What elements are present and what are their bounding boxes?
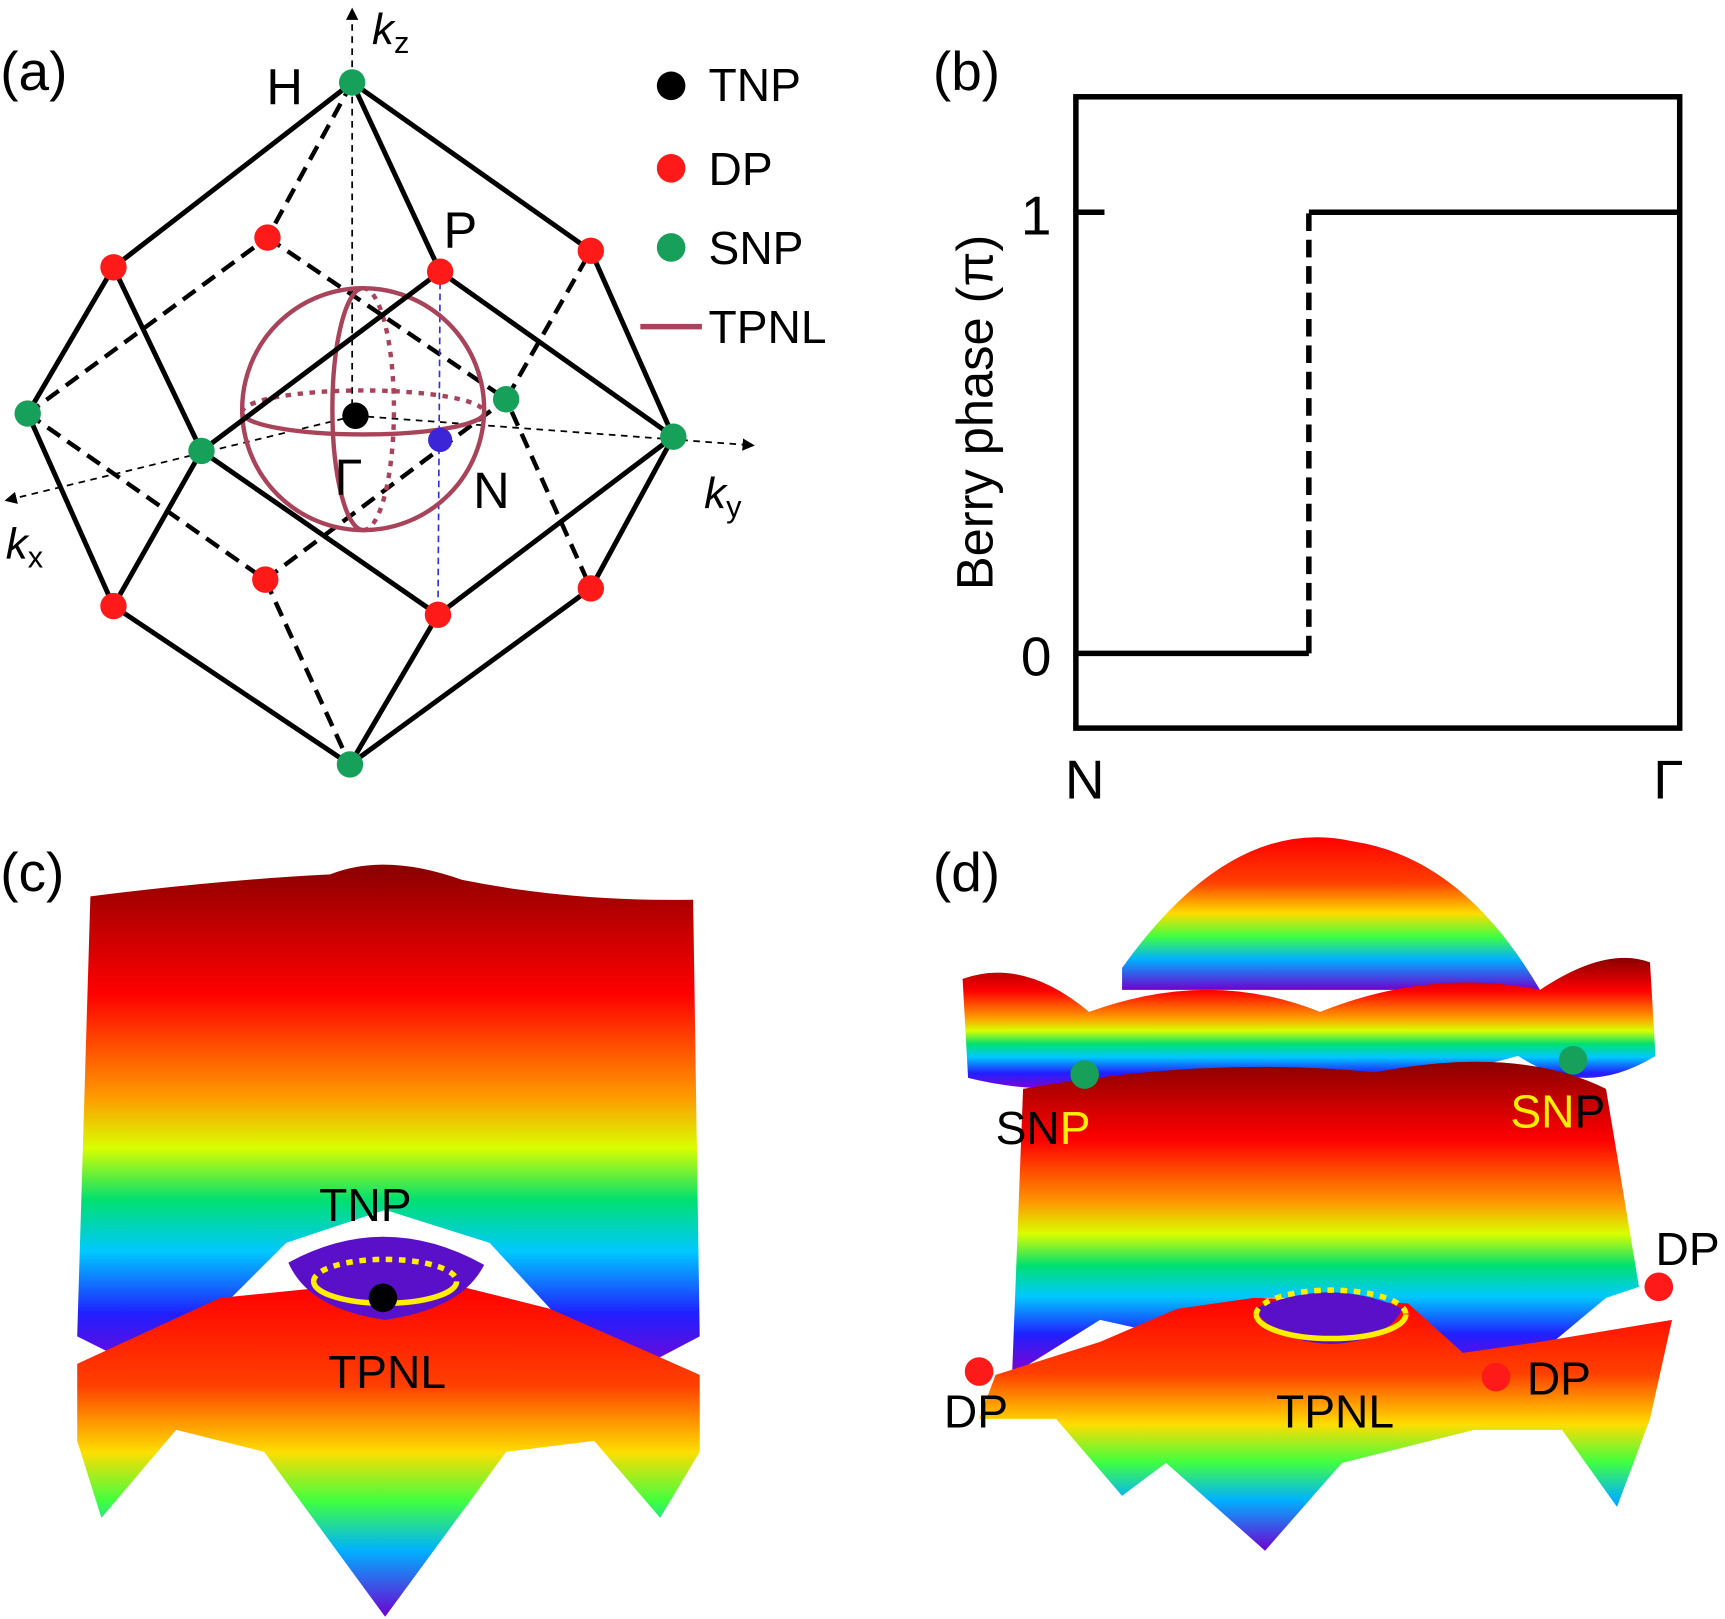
berry-phase-series bbox=[1078, 209, 1678, 657]
dp-point-left bbox=[964, 1357, 994, 1386]
snp-points bbox=[14, 69, 687, 778]
point-label-h: H bbox=[266, 58, 303, 115]
tpnl-label: TPNL bbox=[328, 1346, 446, 1398]
point-label-gamma: Γ bbox=[335, 449, 363, 506]
snp-point-left bbox=[1070, 1060, 1099, 1089]
hidden-edges bbox=[26, 81, 593, 766]
n-point bbox=[428, 427, 453, 453]
dp-label-center: DP bbox=[1527, 1353, 1591, 1405]
legend-tpnl: TPNL bbox=[709, 301, 827, 353]
panel-a-label: (a) bbox=[0, 40, 67, 102]
p-projection-line bbox=[437, 271, 441, 615]
dp-label-right: DP bbox=[1656, 1223, 1720, 1275]
snp-point-right bbox=[1558, 1045, 1588, 1075]
middle-band-surface bbox=[1012, 1061, 1640, 1375]
ytick-label-0: 0 bbox=[1021, 625, 1052, 687]
dp-point-center bbox=[1481, 1362, 1511, 1392]
panel-a-brillouin-zone: (a) bbox=[0, 5, 827, 778]
dp-label-left: DP bbox=[944, 1386, 1008, 1438]
lower-band-surface bbox=[979, 1297, 1672, 1551]
legend-tnp: TNP bbox=[709, 59, 801, 111]
legend: TNP DP SNP TPNL bbox=[640, 59, 827, 353]
k-axes bbox=[4, 7, 755, 504]
kx-label: kx bbox=[6, 520, 44, 575]
snp-band-surface bbox=[962, 957, 1656, 1091]
point-label-p: P bbox=[443, 201, 477, 258]
tpnl-ring-back bbox=[1253, 1287, 1409, 1315]
legend-snp-marker bbox=[656, 233, 686, 262]
snp-label-left: SNP bbox=[996, 1102, 1091, 1154]
lower-band-surface bbox=[77, 1286, 700, 1617]
cone-tip bbox=[1254, 1292, 1403, 1345]
top-band-dome bbox=[1122, 837, 1541, 990]
xtick-label-n: N bbox=[1065, 749, 1105, 811]
tpnl-ring-front bbox=[1253, 1314, 1409, 1342]
ytick-label-1: 1 bbox=[1021, 184, 1052, 246]
panel-d-label: (d) bbox=[933, 841, 1000, 903]
kz-label: kz bbox=[372, 5, 409, 60]
dp-points bbox=[100, 224, 605, 629]
ky-label: ky bbox=[704, 469, 742, 524]
point-label-n: N bbox=[473, 462, 510, 519]
panel-c-label: (c) bbox=[0, 841, 64, 903]
plot-frame bbox=[1073, 94, 1683, 731]
panel-d-band-structure: (d) SNP SNP DP DP DP TPNL bbox=[933, 837, 1720, 1551]
tpnl-lines bbox=[239, 285, 487, 533]
tnp-label: TNP bbox=[319, 1179, 411, 1231]
panel-c-band-structure: (c) TNP TPNL bbox=[0, 841, 700, 1617]
tnp-point bbox=[368, 1283, 398, 1313]
legend-snp: SNP bbox=[709, 222, 804, 274]
tnp-point bbox=[342, 402, 369, 429]
legend-dp: DP bbox=[709, 143, 773, 195]
y-axis-label: Berry phase (π) bbox=[946, 235, 1003, 590]
snp-label-right: SNP bbox=[1510, 1085, 1605, 1137]
dp-point-right bbox=[1644, 1272, 1674, 1302]
upper-band-surface bbox=[77, 864, 700, 1381]
legend-dp-marker bbox=[656, 153, 686, 183]
panel-b-berry-phase: (b) 1 0 N Γ Berry phase (π) bbox=[933, 40, 1684, 810]
legend-tnp-marker bbox=[656, 71, 686, 101]
tpnl-label: TPNL bbox=[1276, 1386, 1394, 1438]
xtick-label-gamma: Γ bbox=[1653, 749, 1683, 811]
ky-axis bbox=[355, 414, 755, 451]
panel-b-label: (b) bbox=[933, 40, 1000, 102]
